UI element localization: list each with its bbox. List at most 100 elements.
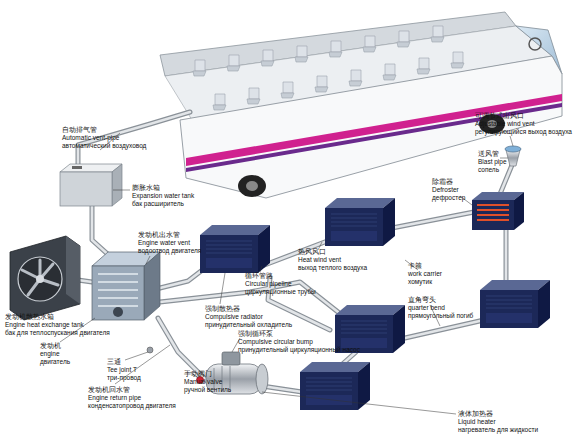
engine-front: [92, 266, 144, 320]
tank-top: [60, 164, 122, 172]
tank-cap: [72, 166, 82, 169]
seat: [397, 31, 410, 47]
fan-ring: [18, 257, 62, 301]
part-label: 发动机散热水箱: [5, 313, 54, 321]
expansion-tank: [60, 164, 122, 206]
part-label: бак для теплоспускания двигателя: [5, 329, 110, 337]
pipe: [504, 226, 509, 284]
seat: [451, 52, 464, 68]
seat: [349, 70, 362, 86]
compulsive-radiator: [300, 362, 370, 410]
part-label: 卡箍: [408, 262, 422, 270]
part-label: Heat wind vent: [298, 256, 341, 264]
compulsive-radiator: [200, 225, 270, 273]
part-label: хомутик: [408, 278, 432, 286]
leader-line: [510, 136, 513, 146]
part-label: нагреватель для жидкости: [458, 426, 538, 434]
part-label: выход теплого воздуха: [298, 264, 367, 272]
part-label: Compulsive circular bump: [238, 338, 313, 346]
engine-side: [144, 252, 160, 320]
part-label: принудительный циркуляционный насос: [238, 346, 360, 354]
seat: [431, 26, 444, 42]
radiator-body: [10, 236, 80, 320]
part-label: 三通: [107, 358, 121, 366]
defroster-side: [514, 192, 524, 230]
part-label: конденсатопровод двигателя: [88, 402, 176, 410]
part-label: Engine heat exchange tank: [5, 321, 84, 329]
part-label: Defroster: [432, 186, 459, 194]
part-label: бак расширитель: [132, 200, 184, 208]
leader-line: [146, 256, 150, 264]
part-label: двигатель: [40, 358, 70, 366]
part-label: Adjustable wind vent: [475, 120, 535, 128]
part-label: три-провод: [107, 374, 141, 382]
defroster-grille: [477, 205, 509, 220]
part-label: Circular pipeline: [245, 280, 292, 288]
engine-radiator: [10, 236, 80, 320]
part-label: регулирующийся выход воздуха: [475, 128, 572, 136]
part-label: 循环管路: [245, 272, 273, 280]
pipe-fill: [78, 112, 512, 392]
part-label: quarter bend: [408, 304, 445, 312]
seat: [295, 46, 308, 62]
nozzle-vent: [505, 146, 521, 152]
leader-lines: [30, 133, 513, 414]
seat: [261, 50, 274, 66]
seat: [383, 64, 396, 80]
pipe: [405, 320, 484, 338]
pipe: [262, 386, 302, 392]
leader-line: [125, 352, 148, 360]
part-label: Liquid heater: [458, 418, 496, 426]
part-label: work carrier: [408, 270, 442, 278]
engine-block: [92, 252, 160, 320]
part-label: 强制散热器: [205, 305, 240, 313]
blast-nozzle: [505, 146, 521, 166]
part-label: 送风管: [478, 150, 499, 158]
part-label: автоматический воздуховод: [62, 142, 146, 150]
defroster: [472, 192, 524, 230]
part-label: Engine water vent: [138, 239, 190, 247]
bus-wheel: [238, 175, 266, 197]
pipe: [505, 226, 508, 284]
seat: [227, 55, 240, 71]
leader-line: [260, 266, 262, 272]
leader-line: [113, 190, 130, 191]
part-label: циркуляционные трубы: [245, 288, 316, 296]
part-label: 除霜器: [432, 178, 453, 186]
pipe: [392, 212, 474, 228]
part-label: водоотвод двигателя: [138, 247, 201, 255]
pipe: [500, 165, 512, 194]
radiator-side: [66, 236, 80, 304]
pipe: [158, 318, 212, 386]
tank-front: [60, 172, 112, 206]
leader-line: [262, 392, 456, 414]
part-label: сопель: [478, 166, 499, 174]
compulsive-radiator: [335, 305, 405, 353]
part-label: дефростер: [432, 194, 465, 202]
part-label: 手动阀门: [184, 370, 212, 378]
defroster-front: [472, 200, 514, 230]
heater-end: [256, 364, 268, 394]
pipe: [392, 212, 474, 228]
part-label: Tee joint T: [107, 366, 137, 374]
seat: [247, 88, 260, 104]
part-label: 热风风口: [298, 248, 326, 256]
part-label: Compulsive radiator: [205, 313, 263, 321]
bus-illustration: [160, 12, 562, 198]
part-label: принудительный охладитель: [205, 321, 292, 329]
part-label: Manual valve: [184, 378, 222, 386]
part-label: 自动排气管: [62, 126, 97, 134]
part-label: прямоугольный погиб: [408, 312, 473, 320]
part-label: 强制循环泵: [238, 330, 273, 338]
liquid-heater: [147, 347, 268, 394]
pipe: [158, 318, 212, 386]
fan-blades: [22, 260, 58, 295]
pipe: [262, 386, 302, 392]
seat: [417, 58, 430, 74]
part-label: 发动机: [40, 342, 61, 350]
seat: [329, 41, 342, 57]
nozzle-cone: [506, 150, 520, 166]
part-label: 发动机回水管: [88, 386, 130, 394]
seat: [213, 94, 226, 110]
pipe: [92, 205, 112, 258]
